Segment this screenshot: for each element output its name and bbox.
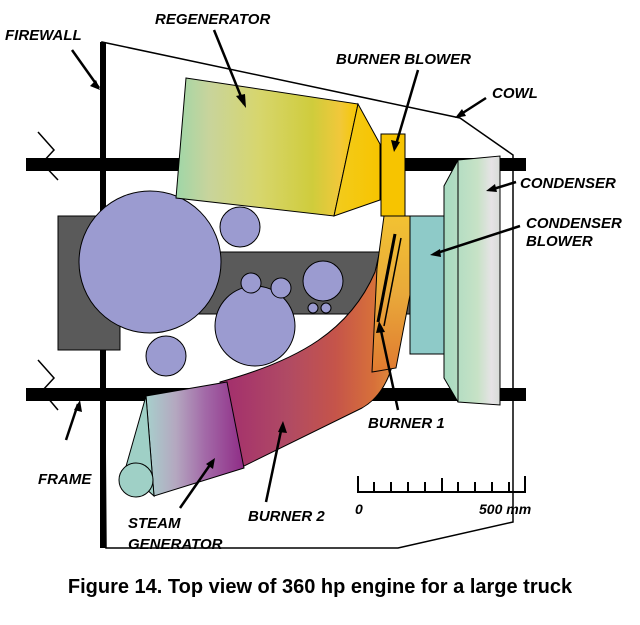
arrowhead-regenerator [236, 94, 246, 108]
accessory-circle-5 [270, 277, 292, 299]
arrowhead-firewall [90, 80, 100, 90]
arrowhead-frame [74, 400, 82, 412]
accessory-circle-7 [307, 302, 319, 314]
flywheel-circle [78, 190, 222, 334]
label-regenerator: REGENERATOR [155, 11, 270, 28]
arrowhead-cowl [455, 109, 466, 118]
label-firewall: FIREWALL [5, 27, 82, 44]
condenser-core [443, 155, 501, 406]
accessory-circle-4 [240, 272, 262, 294]
label-steam-generator-line1: STEAM [128, 515, 181, 532]
label-burner-2: BURNER 2 [248, 508, 325, 525]
arrowhead-steam-generator [206, 458, 215, 469]
arrowhead-burner-1 [376, 321, 385, 333]
leader-condenser-blower [433, 224, 521, 256]
burner-1-element-a [376, 233, 397, 323]
scale-end-label: 500 mm [479, 501, 531, 517]
condenser-blower [409, 215, 445, 355]
accessory-circle-1 [219, 206, 261, 248]
leader-steam-generator [178, 461, 214, 509]
scale-start-label: 0 [355, 501, 363, 517]
arrowhead-burner-blower [391, 140, 400, 152]
steam-generator-pump [118, 462, 154, 498]
arrowhead-condenser-blower [430, 249, 441, 257]
label-burner-blower: BURNER BLOWER [336, 51, 471, 68]
frame-break-bottom [37, 359, 59, 411]
leader-burner-blower [393, 69, 420, 149]
burner-1-element-b [383, 237, 402, 327]
leader-regenerator [212, 29, 246, 105]
scale-bar [357, 476, 526, 493]
label-steam-generator-line2: GENERATOR [128, 536, 223, 553]
label-condenser-blower-line1: CONDENSER [526, 215, 622, 232]
engine-top-view-diagram: 0 500 mm FIREWALL REGENERATOR BURNER BLO… [5, 11, 622, 553]
regenerator-outlet [333, 102, 381, 217]
label-condenser: CONDENSER [520, 175, 616, 192]
accessory-circle-6 [302, 260, 344, 302]
arrowhead-condenser [486, 184, 497, 192]
accessory-circle-8 [320, 302, 332, 314]
frame-break-top [37, 131, 59, 181]
label-frame: FRAME [38, 471, 92, 488]
label-cowl: COWL [492, 85, 538, 102]
accessory-circle-2 [145, 335, 187, 377]
label-condenser-blower-line2: BLOWER [526, 233, 593, 250]
leader-burner-1 [378, 325, 400, 411]
arrowhead-burner-2 [278, 421, 287, 433]
leader-arrowheads [74, 80, 497, 469]
label-burner-1: BURNER 1 [368, 415, 445, 432]
figure-caption: Figure 14. Top view of 360 hp engine for… [67, 576, 573, 598]
leader-burner-2 [264, 425, 284, 503]
